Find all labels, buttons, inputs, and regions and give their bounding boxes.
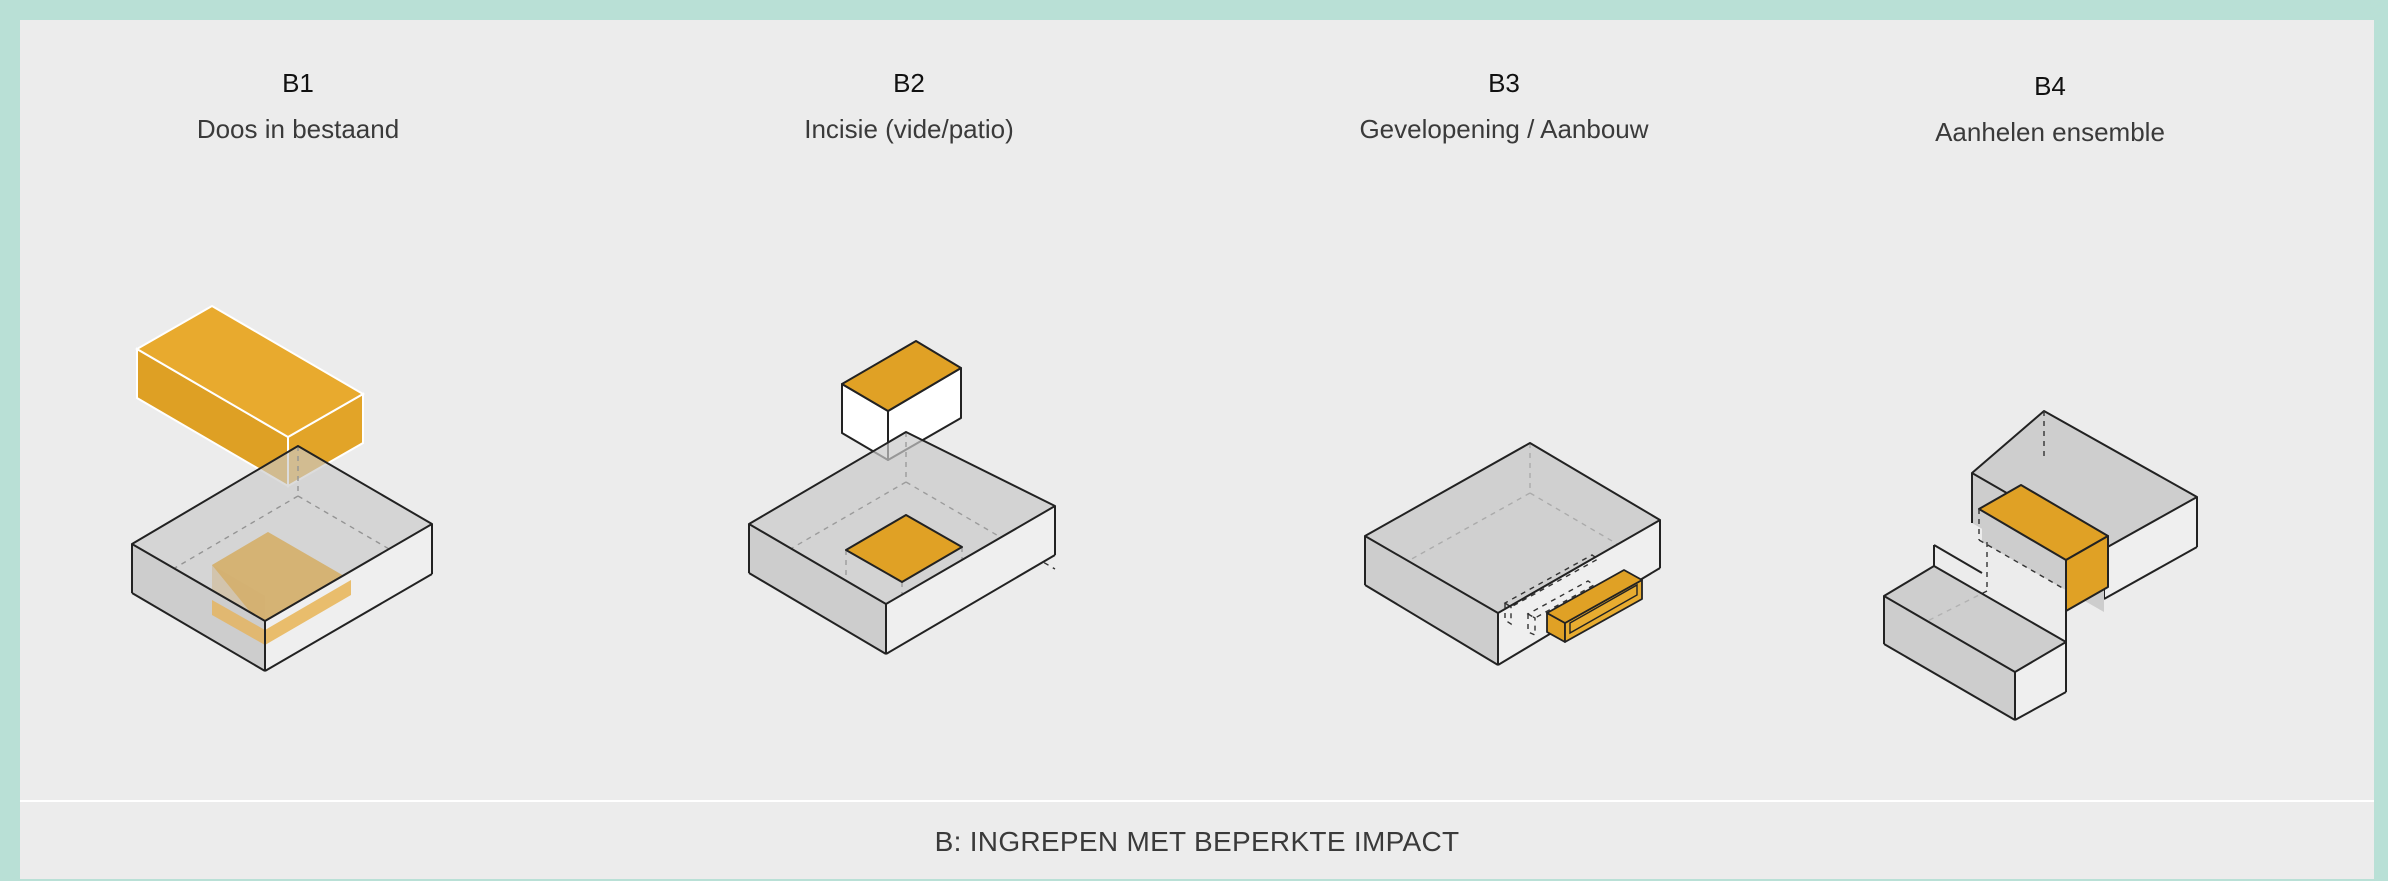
caption-b4: B4 Aanhelen ensemble [1800,71,2300,147]
diagram-b4 [1883,410,2198,721]
caption-label: Aanhelen ensemble [1935,117,2165,147]
caption-label: Incisie (vide/patio) [804,114,1014,144]
footer-title: B: INGREPEN MET BEPERKTE IMPACT [934,825,1460,857]
floating-box-top-face [135,304,365,439]
existing-building-right-face [265,524,432,671]
caption-code: B3 [1488,68,1520,98]
caption-b3: B3 Gevelopening / Aanbouw [1254,68,1754,144]
caption-b2: B2 Incisie (vide/patio) [659,68,1159,144]
existing-building-left-face [132,544,265,671]
caption-code: B4 [2034,71,2066,101]
floating-open-box-top [841,340,962,412]
caption-b1: B1 Doos in bestaand [48,68,548,144]
caption-label: Doos in bestaand [196,114,400,144]
caption-label: Gevelopening / Aanbouw [1359,114,1649,144]
caption-code: B2 [893,68,925,98]
footer-bar: B: INGREPEN MET BEPERKTE IMPACT [20,800,2374,881]
diagram-b1 [131,304,433,672]
existing-building-top [132,446,432,621]
incision-opening [845,514,963,583]
diagram-panel: B1 Doos in bestaand B2 Incisie (vide/pat… [20,20,2374,879]
connector-side [2065,535,2109,612]
diagram-b3 [1364,442,1661,666]
caption-code: B1 [282,68,314,98]
diagram-b2 [748,340,1056,655]
facade-annex [1546,569,1643,624]
axonometric-diagrams [131,304,2198,721]
